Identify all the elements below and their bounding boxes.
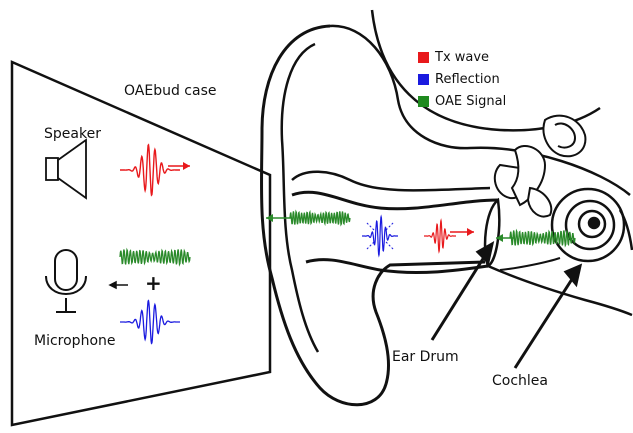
reflection-scatter-0: [366, 222, 374, 230]
pinna-inner-fold: [282, 44, 318, 352]
reflection-scatter-1: [386, 222, 394, 230]
oaebud-case-outline: [12, 62, 270, 425]
tx-arrow-canal-head: [467, 228, 474, 236]
oae-wave-canal: [290, 211, 350, 224]
legend-item-tx: Tx wave: [418, 50, 489, 65]
legend-label-oae: OAE Signal: [435, 94, 506, 109]
microphone-label: Microphone: [34, 334, 116, 348]
plus-sign: +: [145, 273, 162, 293]
tube-lower-2: [500, 258, 560, 270]
legend-item-oae: OAE Signal: [418, 94, 506, 109]
reflection-wave-canal: [362, 217, 398, 256]
legend-swatch-oae: [418, 96, 429, 107]
legend-label-tx: Tx wave: [435, 50, 489, 65]
speaker-label: Speaker: [44, 127, 101, 141]
reflection-scatter-2: [366, 242, 374, 250]
tube-lower: [488, 266, 632, 315]
ear-drum-label: Ear Drum: [392, 350, 459, 364]
ear-canal-top: [292, 192, 498, 209]
auditory-nerve: [620, 210, 632, 250]
case-title: OAEbud case: [124, 84, 216, 98]
legend-swatch-tx: [418, 52, 429, 63]
head-curve-top: [372, 10, 600, 130]
tx-wave-canal: [424, 221, 456, 252]
oae-wave-cochlea: [510, 230, 575, 245]
concha-curve: [292, 172, 490, 191]
reflection-scatter-3: [386, 242, 394, 250]
legend-item-reflection: Reflection: [418, 72, 500, 87]
cochlea-spiral: [552, 189, 624, 261]
cochlea-label: Cochlea: [492, 374, 548, 388]
legend-swatch-reflection: [418, 74, 429, 85]
legend-label-reflection: Reflection: [435, 72, 500, 87]
ear-drum-pointer: [432, 244, 492, 340]
